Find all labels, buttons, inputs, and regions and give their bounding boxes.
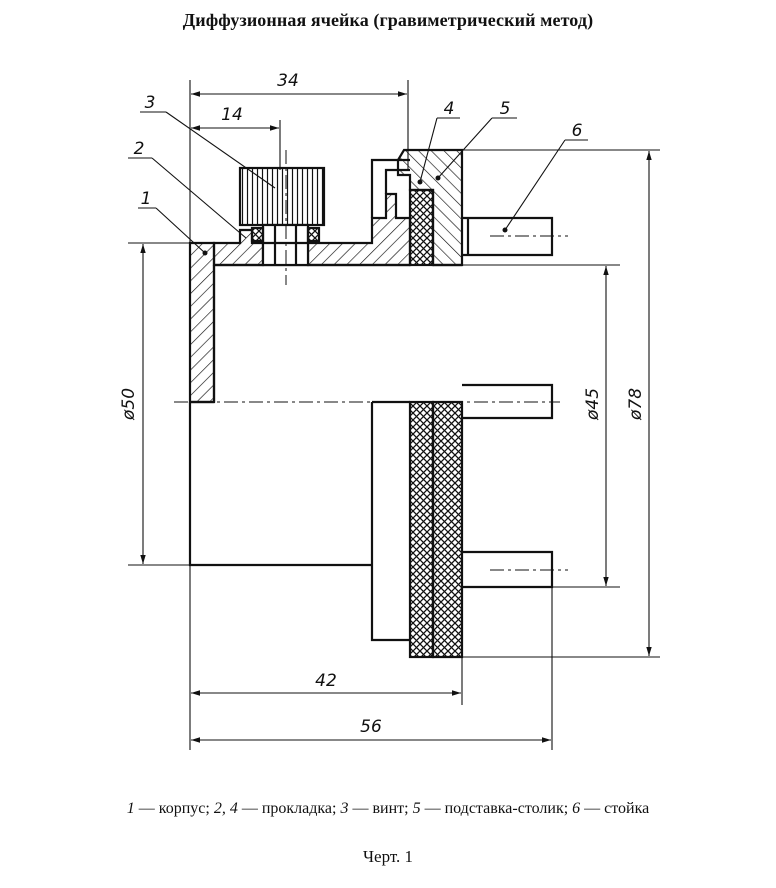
- legend-text-5: — подставка-столик;: [420, 800, 573, 817]
- dim-phi50: ø50: [119, 388, 139, 421]
- legend-num-1: 1: [126, 800, 135, 817]
- legend-num-6: 6: [572, 800, 581, 817]
- legend-text-1: — корпус;: [134, 800, 214, 817]
- gasket-part-2: [250, 226, 321, 243]
- gasket-part-4: [408, 188, 435, 659]
- callout-4: 4: [444, 99, 455, 119]
- callout-2: 2: [134, 139, 145, 159]
- dim-phi45: ø45: [583, 388, 603, 421]
- parts-legend: 1 — корпус; 2, 4 — прокладка; 3 — винт; …: [0, 800, 776, 818]
- stand-table-part-5: [396, 148, 464, 659]
- callout-5: 5: [500, 99, 511, 119]
- legend-num-2-4: 2, 4: [213, 800, 238, 817]
- callout-3: 3: [145, 93, 156, 113]
- legend-text-6: — стойка: [580, 800, 650, 817]
- callout-6: 6: [572, 121, 583, 141]
- dim-42: 42: [315, 671, 337, 691]
- callout-1: 1: [141, 189, 152, 209]
- legend-num-5: 5: [412, 800, 421, 817]
- dim-14: 14: [221, 105, 243, 125]
- figure-caption: Черт. 1: [362, 847, 414, 866]
- legend-text-3: — винт;: [348, 800, 413, 817]
- dim-56: 56: [360, 717, 382, 737]
- drawing-title: Диффузионная ячейка (гравиметрический ме…: [182, 10, 594, 30]
- legend-text-2-4: — прокладка;: [237, 800, 341, 817]
- legend-num-3: 3: [340, 800, 349, 817]
- dim-34: 34: [277, 71, 299, 91]
- dim-phi78: ø78: [626, 388, 646, 421]
